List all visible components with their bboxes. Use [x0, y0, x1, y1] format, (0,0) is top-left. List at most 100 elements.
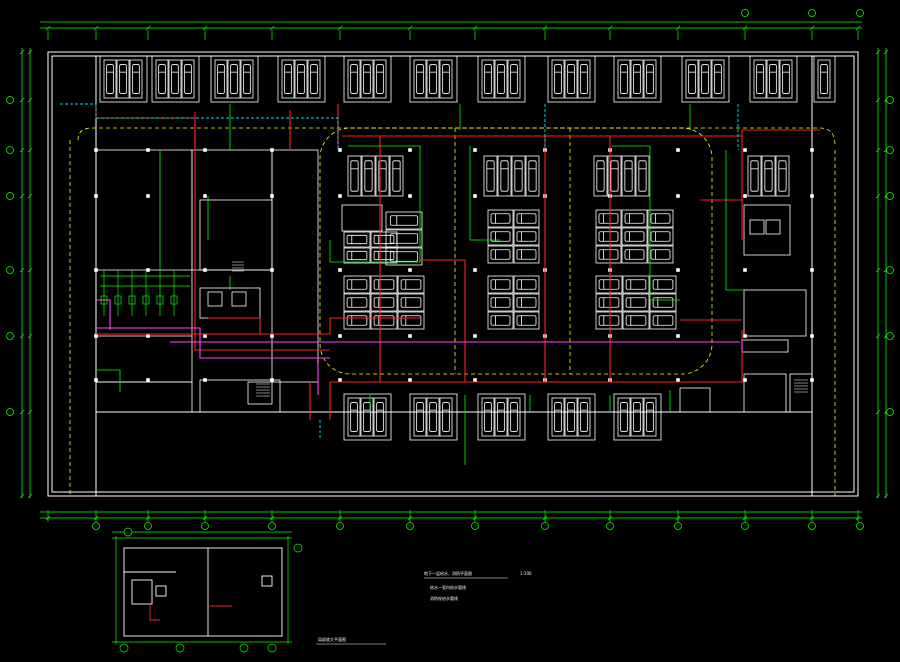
- car-outline: [624, 231, 645, 242]
- car-outline: [778, 160, 787, 192]
- column: [408, 334, 412, 338]
- parking-space: [621, 209, 648, 228]
- parking-space: [347, 155, 362, 197]
- dimension-tick: [875, 333, 881, 339]
- parking-space: [551, 59, 565, 99]
- stairs: [232, 261, 808, 397]
- car-outline: [429, 402, 437, 432]
- dimension-tick: [269, 25, 275, 31]
- parking-space: [513, 245, 540, 264]
- sub-plan-title: 局部放大平面图: [318, 636, 346, 642]
- column: [810, 148, 814, 152]
- axis-bubble: [886, 192, 894, 200]
- parking-space: [595, 227, 622, 246]
- car-outline: [346, 250, 368, 261]
- column: [743, 378, 747, 382]
- parking-bays-top: [99, 55, 836, 103]
- yellow-dashed-boundary: [69, 127, 836, 496]
- car-outline: [217, 64, 225, 94]
- parking-space: [513, 209, 540, 228]
- parking-space: [593, 155, 608, 197]
- column: [408, 268, 412, 272]
- parking-space: [373, 59, 387, 99]
- car-outline: [516, 231, 537, 242]
- axis-bubble: [808, 522, 816, 530]
- car-outline: [567, 64, 575, 94]
- car-outline: [484, 402, 492, 432]
- parking-space: [617, 59, 631, 99]
- parking-space: [397, 293, 425, 312]
- axis-bubble: [268, 522, 276, 530]
- parking-space: [370, 275, 398, 294]
- dimension-tick: [607, 25, 613, 31]
- dimension-tick: [27, 147, 33, 153]
- dimension-lines: [21, 21, 887, 519]
- parking-space: [622, 293, 650, 312]
- parking-space: [817, 59, 831, 99]
- car-outline: [688, 64, 696, 94]
- parking-space: [343, 311, 371, 330]
- car-outline: [769, 64, 777, 94]
- parking-space: [635, 155, 650, 197]
- parking-space: [347, 397, 361, 437]
- parking-space: [617, 397, 631, 437]
- dimension-tick: [875, 267, 881, 273]
- car-outline: [363, 402, 371, 432]
- car-outline: [756, 64, 764, 94]
- parking-space: [595, 275, 623, 294]
- car-outline: [350, 160, 359, 192]
- column: [473, 268, 477, 272]
- column: [338, 334, 342, 338]
- main-plan-title: 地下一层给水、消防平面图: [424, 570, 472, 576]
- parking-space: [595, 209, 622, 228]
- parking-space: [385, 211, 423, 230]
- parking-group: [477, 55, 526, 103]
- car-outline: [346, 234, 368, 245]
- axis-bubble: [886, 146, 894, 154]
- column: [676, 268, 680, 272]
- axis-bubble: [201, 522, 209, 530]
- axis-bubble: [886, 408, 894, 416]
- parking-space: [439, 397, 453, 437]
- car-outline: [400, 297, 422, 308]
- parking-space: [370, 293, 398, 312]
- dimension-tick: [542, 25, 548, 31]
- parking-space: [507, 59, 521, 99]
- car-outline: [497, 64, 505, 94]
- pump-unit: [170, 295, 178, 305]
- column: [743, 268, 747, 272]
- car-outline: [624, 160, 633, 192]
- axis-bubble: [406, 522, 414, 530]
- car-outline: [650, 249, 671, 260]
- axis-bubble: [606, 522, 614, 530]
- parking-space: [643, 59, 657, 99]
- parking-space: [497, 155, 512, 197]
- dimension-ticks-top: [45, 25, 861, 40]
- parking-space: [711, 59, 725, 99]
- parking-space: [307, 59, 321, 99]
- dimension-tick: [19, 147, 25, 153]
- parking-space: [513, 311, 540, 330]
- parking-group: [749, 55, 798, 103]
- car-outline: [364, 160, 373, 192]
- column: [408, 148, 412, 152]
- parking-space: [481, 59, 495, 99]
- parking-space: [753, 59, 767, 99]
- parking-group: [99, 55, 148, 103]
- car-outline: [764, 160, 773, 192]
- axis-bubble: [741, 9, 749, 17]
- parking-space: [487, 311, 514, 330]
- parking-space: [487, 245, 514, 264]
- parking-space: [775, 155, 790, 197]
- car-outline: [516, 279, 537, 290]
- parking-group: [547, 55, 596, 103]
- car-outline: [490, 249, 511, 260]
- column: [676, 194, 680, 198]
- detail-plan: [112, 527, 303, 653]
- car-outline: [567, 402, 575, 432]
- axis-bubble: [886, 96, 894, 104]
- car-outline: [782, 64, 790, 94]
- car-outline: [378, 160, 387, 192]
- dimension-tick: [875, 409, 881, 415]
